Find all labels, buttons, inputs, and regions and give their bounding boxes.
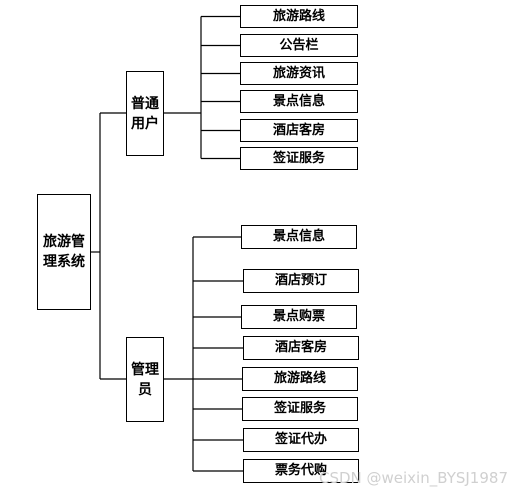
leaf-node: 票务代购 [243,459,359,483]
leaf-node-label: 酒店客房 [274,340,327,355]
group-node-label: 管理员 [131,361,159,398]
leaf-node-label: 公告栏 [279,37,319,53]
leaf-node: 景点信息 [241,225,357,249]
leaf-node-label: 旅游路线 [273,371,326,386]
leaf-node: 签证服务 [242,397,358,421]
leaf-node-label: 签证代办 [274,432,327,447]
leaf-node-label: 酒店预订 [274,273,327,288]
root-node-label: 旅游管理系统 [43,234,85,270]
group-node-label: 普通用户 [131,95,159,132]
leaf-node-label: 景点信息 [272,229,325,244]
leaf-node-label: 签证服务 [272,150,325,166]
leaf-node: 签证代办 [243,428,359,452]
leaf-node-label: 景点购票 [272,309,325,324]
leaf-node: 景点信息 [240,90,358,113]
leaf-node-label: 票务代购 [274,463,327,478]
leaf-node-label: 酒店客房 [272,122,325,138]
root-node: 旅游管理系统 [37,194,91,310]
leaf-node-label: 旅游资讯 [272,65,325,81]
leaf-node-label: 景点信息 [272,93,325,109]
group-node-admin: 管理员 [126,337,164,422]
leaf-node: 景点购票 [241,305,357,329]
watermark: CSDN @weixin_BYSJ1987 [318,469,508,487]
leaf-node: 旅游路线 [240,5,358,28]
leaf-node-label: 旅游路线 [272,8,325,24]
leaf-node-label: 签证服务 [273,401,326,416]
leaf-node: 酒店预订 [243,269,359,293]
leaf-node: 旅游路线 [242,367,358,391]
leaf-node: 公告栏 [240,34,358,57]
leaf-node: 酒店客房 [240,119,358,142]
leaf-node: 签证服务 [240,147,358,170]
group-node-regular-user: 普通用户 [126,71,164,156]
leaf-node: 酒店客房 [243,336,359,360]
leaf-node: 旅游资讯 [240,62,358,85]
